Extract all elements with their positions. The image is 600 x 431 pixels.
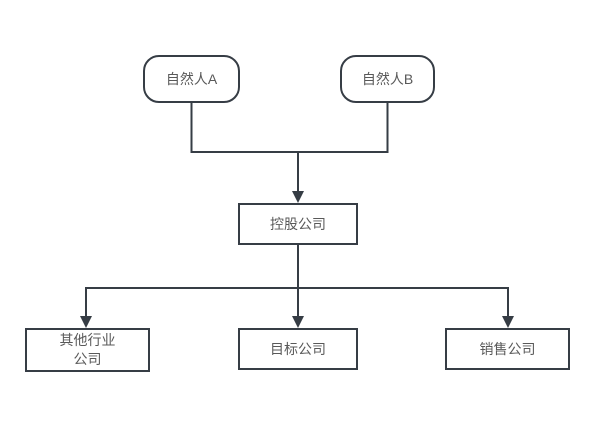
node-person-a-label: 自然人A xyxy=(165,70,218,87)
node-person-b: 自然人B xyxy=(340,55,435,103)
arrowhead-target xyxy=(292,316,304,328)
node-target-company-label: 目标公司 xyxy=(270,340,326,357)
node-sales-company: 销售公司 xyxy=(445,328,570,370)
arrowhead-other xyxy=(80,316,92,328)
node-other-industry-company-label: 其他行业公司 xyxy=(59,332,116,367)
node-holding-company-label: 控股公司 xyxy=(270,215,326,232)
arrowhead-holding xyxy=(292,191,304,203)
node-sales-company-label: 销售公司 xyxy=(479,340,536,357)
node-target-company: 目标公司 xyxy=(238,328,358,370)
node-person-a: 自然人A xyxy=(143,55,240,103)
edge-holding-to-subsidiaries xyxy=(85,245,509,317)
arrowhead-sales xyxy=(502,316,514,328)
node-holding-company: 控股公司 xyxy=(238,203,358,245)
arrowheads xyxy=(80,191,514,328)
node-person-b-label: 自然人B xyxy=(361,70,414,87)
edge-lines xyxy=(85,103,509,317)
node-other-industry-company: 其他行业公司 xyxy=(25,328,150,372)
edge-persons-to-holding xyxy=(190,103,389,192)
